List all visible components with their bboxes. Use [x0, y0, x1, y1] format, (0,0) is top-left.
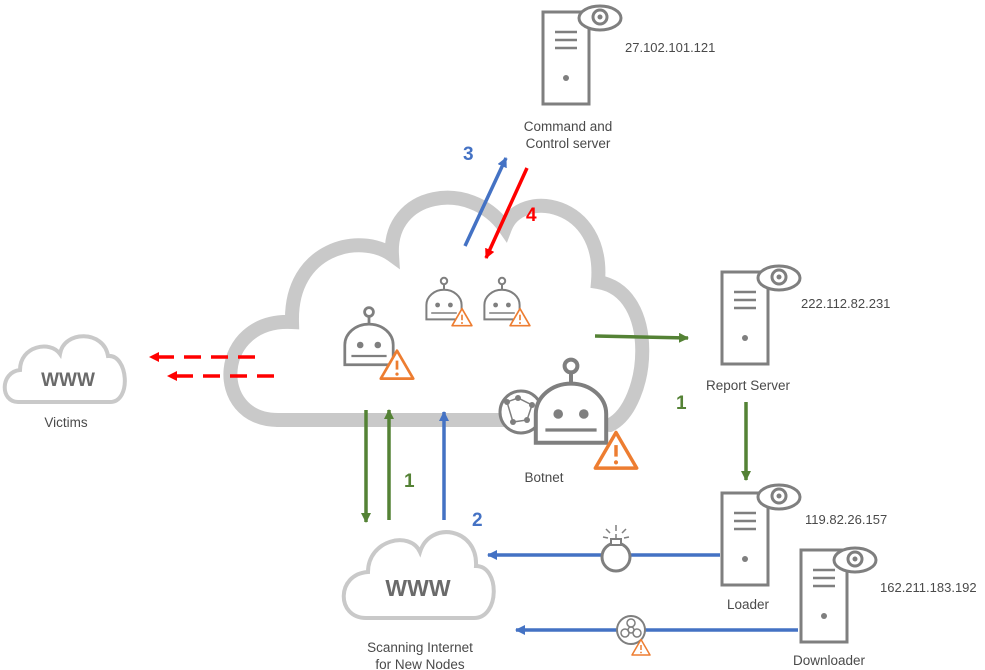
scanning-label: Scanning Internet for New Nodes — [350, 639, 490, 670]
victims-www-text: WWW — [41, 370, 95, 391]
c2-ip: 27.102.101.121 — [625, 40, 716, 55]
step-1-scan-number: 1 — [404, 471, 415, 492]
step-3-number: 3 — [463, 144, 474, 165]
bomb-icon — [600, 525, 632, 573]
victims-cloud: WWW — [2, 334, 127, 404]
robot-small-right-icon — [483, 276, 521, 321]
report-server-label: Report Server — [705, 378, 791, 393]
botnet-robot-icon — [536, 360, 606, 443]
c2-label-line1: Command and — [523, 119, 613, 134]
loader-label: Loader — [726, 597, 770, 612]
network-icon — [498, 389, 544, 435]
report-ip: 222.112.82.231 — [801, 296, 891, 311]
step-2-number: 2 — [472, 510, 483, 531]
arrow-from-c2 — [484, 167, 529, 259]
loader-ip: 119.82.26.157 — [805, 512, 888, 527]
report-eye-icon — [756, 264, 802, 292]
loader-eye-icon — [756, 483, 802, 511]
robot-medium-icon — [343, 306, 395, 367]
botnet-cloud — [223, 190, 650, 432]
scanning-label-line2: for New Nodes — [375, 657, 465, 670]
scanning-label-line1: Scanning Internet — [367, 640, 473, 655]
robot-small-left-icon — [425, 276, 463, 321]
victims-label: Victims — [44, 415, 88, 430]
c2-label-line2: Control server — [525, 136, 611, 151]
step-1-report-number: 1 — [676, 393, 687, 414]
scanning-www-text: WWW — [385, 575, 450, 601]
arrow-to-c2 — [463, 157, 508, 247]
downloader-label: Downloader — [792, 653, 866, 668]
scanning-cloud: WWW — [341, 530, 496, 620]
loader-server-icon — [720, 491, 770, 587]
downloader-ip: 162.211.183.192 — [880, 580, 977, 595]
botnet-label: Botnet — [524, 470, 564, 485]
biohazard-icon — [616, 615, 646, 645]
step-4-number: 4 — [526, 205, 537, 226]
c2-eye-icon — [577, 4, 623, 32]
downloader-eye-icon — [832, 546, 878, 574]
arrow-to-report-server — [594, 332, 689, 343]
c2-label: Command and Control server — [503, 118, 633, 152]
